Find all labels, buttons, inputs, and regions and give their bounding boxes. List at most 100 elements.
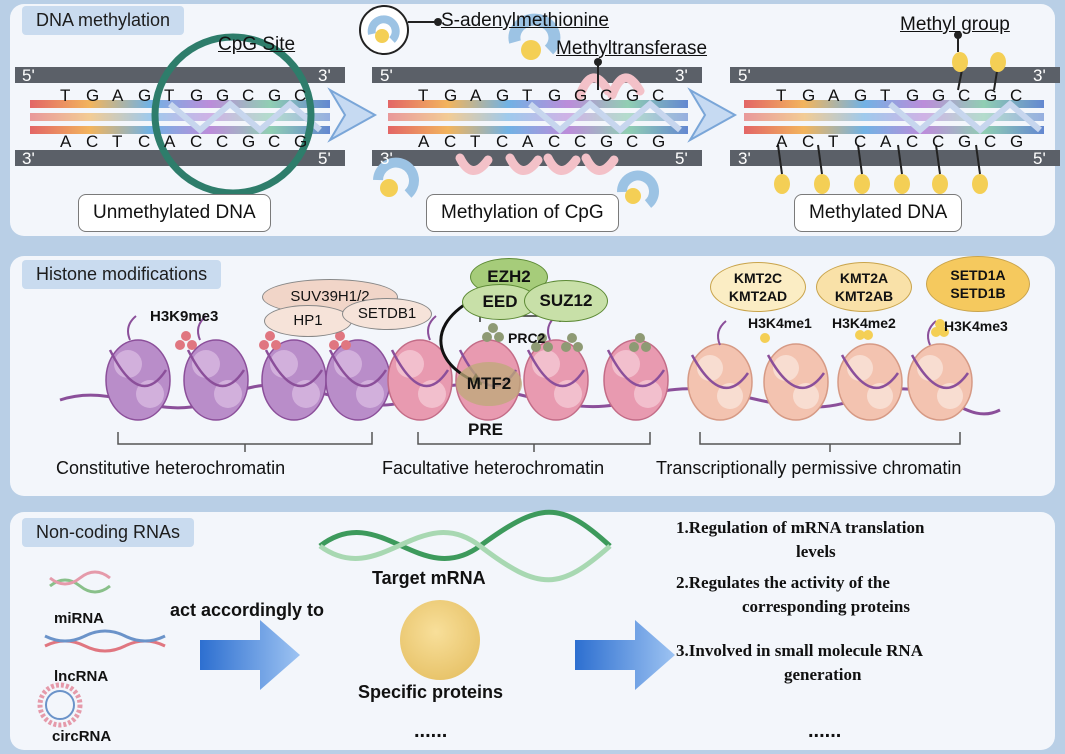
base-letter: G [138,86,152,105]
strand-end-label: 5' [318,149,331,168]
outcome-3-line-1: 3.Involved in small molecule RNA [676,641,923,660]
right-arrow-icon [200,620,300,690]
base-letter: G [294,132,308,151]
base-letter: C [932,132,945,151]
base-letter: T [164,86,175,105]
h3k4me2-label: H3K4me2 [832,315,896,331]
base-letter: C [444,132,457,151]
base-letter: G [802,86,816,105]
setd1a-label: SETD1A [950,267,1006,283]
base-letter: G [958,132,972,151]
strand-end-label: 3' [738,149,751,168]
h3k4me3-label: H3K4me3 [944,318,1008,334]
base-letter: C [600,86,613,105]
ellipsis-middle: ...... [414,720,448,742]
base-letter: A [60,132,72,151]
base-letter: G [496,86,510,105]
ncrna-icons [37,509,675,728]
base-letter: C [1010,86,1023,105]
prc2-label: PRC2 [508,330,546,346]
base-letter: A [112,86,124,105]
setdb1-oval: SETDB1 [342,298,432,330]
base-letter: G [242,132,256,151]
base-letter: C [626,132,639,151]
chevron-arrow-icon [327,87,378,143]
outcome-3-line-2: generation [784,665,862,684]
base-letter: G [626,86,640,105]
caption-methylation-of-cpg: Methylation of CpG [426,194,619,232]
base-letter: C [802,132,815,151]
suz12-oval: SUZ12 [524,280,608,322]
base-letter: G [268,86,282,105]
base-letter: T [776,86,787,105]
kmt2c-kmt2ad-oval: KMT2C KMT2AD [710,262,806,312]
cpg-site-label: CpG Site [218,34,296,55]
kmt2a-kmt2ab-oval: KMT2A KMT2AB [816,262,912,312]
constitutive-heterochromatin-label: Constitutive heterochromatin [56,458,286,478]
base-letter: C [216,132,229,151]
base-letter: C [984,132,997,151]
outcome-1-line-2: levels [796,542,836,561]
base-letter: A [164,132,176,151]
strand-end-label: 5' [380,66,393,85]
strand-end-label: 3' [1033,66,1046,85]
sam-legend-icon [359,5,442,55]
strand-end-label: 5' [22,66,35,85]
chevron-arrow-icon [687,87,738,143]
base-letter: G [444,86,458,105]
base-letter: C [958,86,971,105]
facultative-heterochromatin-label: Facultative heterochromatin [382,458,605,478]
dna-strand-group-1 [15,33,345,197]
base-letter: T [880,86,891,105]
base-letter: G [1010,132,1024,151]
base-letter: A [522,132,534,151]
pre-label: PRE [468,420,503,439]
base-letter: G [906,86,920,105]
base-letter: T [522,86,533,105]
target-mrna-label: Target mRNA [372,568,486,588]
base-letter: A [418,132,430,151]
base-letter: G [574,86,588,105]
base-letter: A [776,132,788,151]
outcome-1-line-1: 1.Regulation of mRNA translation [676,518,925,537]
strand-end-label: 3' [675,66,688,85]
methyl-group-label: Methyl group [900,14,1010,35]
kmt2c-label: KMT2C [733,270,783,286]
base-letter: C [268,132,281,151]
base-letter: C [242,86,255,105]
ellipsis-end: ...... [808,720,842,742]
base-letter: G [190,86,204,105]
strand-end-label: 3' [22,149,35,168]
strand-end-label: 5' [675,149,688,168]
base-letter: C [854,132,867,151]
base-letter: C [496,132,509,151]
base-letter: G [86,86,100,105]
base-letter: C [652,86,665,105]
kmt2a-label: KMT2A [839,270,889,286]
section-tag-histone-modifications: Histone modifications [22,260,222,289]
base-letter: G [854,86,868,105]
act-accordingly-label: act accordingly to [170,600,325,620]
sam-label: S-adenylmethionine [441,10,609,31]
specific-proteins-label: Specific proteins [358,682,504,702]
base-letter: C [548,132,561,151]
outcome-2-line-1: 2.Regulates the activity of the [676,573,890,592]
cpg-site-circle [151,33,315,197]
base-letter: T [418,86,429,105]
protein-icon [400,600,480,680]
caption-methylated-dna: Methylated DNA [794,194,963,232]
methyltransferase-label: Methyltransferase [556,38,708,59]
chromatin-fiber [59,298,1001,452]
kmt2ad-label: KMT2AD [728,288,788,304]
strand-end-label: 5' [738,66,751,85]
base-letter: T [112,132,123,151]
h3k4me1-label: H3K4me1 [748,315,812,331]
base-letter: A [470,86,482,105]
base-letter: T [470,132,481,151]
noncoding-rna-panel [10,512,1055,750]
transcriptionally-permissive-chromatin-label: Transcriptionally permissive chromatin [656,458,962,478]
dna-strand-group-2 [372,13,702,208]
outcome-2-line-2: corresponding proteins [742,597,910,616]
